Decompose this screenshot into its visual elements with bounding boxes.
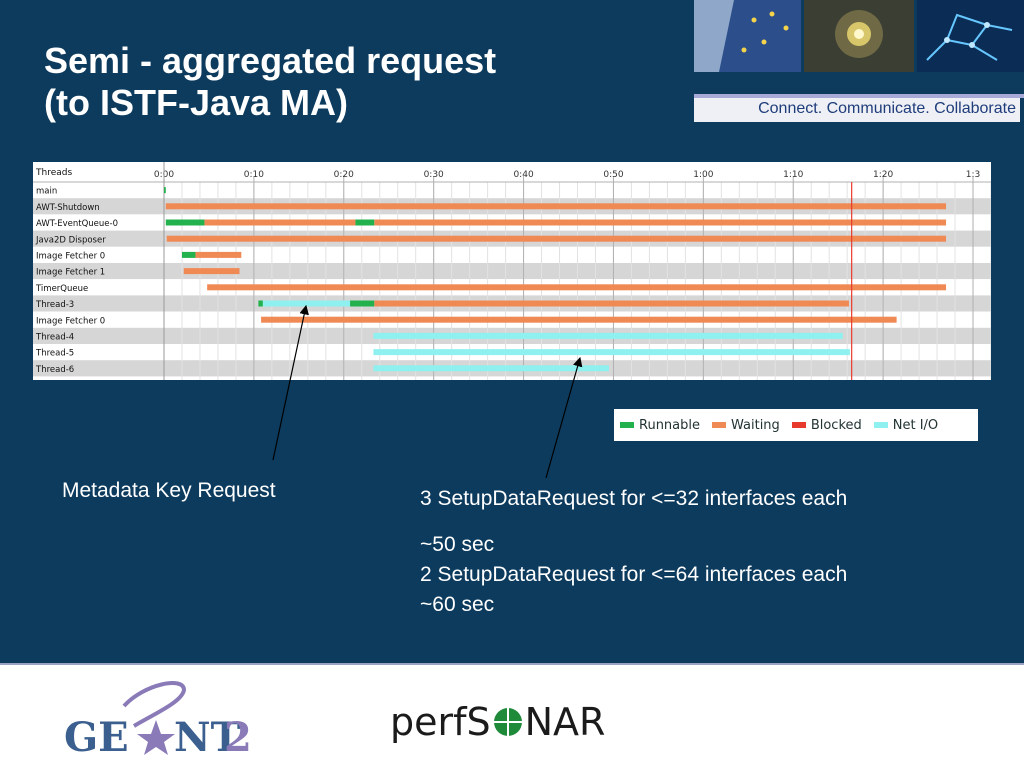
- thread-segment-waiting: [165, 203, 947, 210]
- chart-legend: Runnable Waiting Blocked Net I/O: [614, 409, 978, 441]
- setup-note-line-3: 2 SetupDataRequest for <=64 interfaces e…: [420, 563, 848, 586]
- legend-label: Net I/O: [892, 417, 939, 433]
- legend-label: Runnable: [639, 417, 700, 433]
- setup-arrow: [545, 356, 583, 479]
- thread-label: AWT-Shutdown: [36, 203, 100, 213]
- thread-segment-waiting: [166, 235, 947, 242]
- setup-note-line-4: ~60 sec: [420, 593, 495, 616]
- thread-segment-runnable: [258, 300, 263, 307]
- thread-label: Image Fetcher 1: [36, 268, 105, 278]
- thread-segment-net_io: [373, 365, 609, 372]
- tagline-rule: [694, 94, 1024, 98]
- tick-label: 1:00: [693, 170, 713, 180]
- threads-header-label: Threads: [35, 168, 72, 178]
- thread-label: Thread-4: [35, 333, 74, 343]
- thread-row-bg: [33, 246, 991, 263]
- thread-segment-runnable: [355, 219, 375, 226]
- thread-row-bg: [33, 263, 991, 280]
- legend-item-waiting: Waiting: [712, 418, 780, 433]
- thread-segment-runnable: [181, 251, 196, 258]
- thread-segment-runnable: [350, 300, 375, 307]
- legend-swatch: [620, 422, 634, 428]
- thread-segment-runnable: [164, 187, 166, 194]
- thread-label: main: [36, 187, 57, 197]
- title-line-1: Semi - aggregated request: [44, 40, 497, 81]
- tick-label: 0:40: [513, 170, 533, 180]
- thread-segment-waiting: [374, 300, 849, 307]
- thread-segment-waiting: [195, 251, 242, 258]
- tick-label: 0:10: [244, 170, 264, 180]
- thread-segment-waiting: [207, 284, 947, 291]
- thread-label: Image Fetcher 0: [36, 316, 105, 326]
- legend-item-runnable: Runnable: [620, 418, 700, 433]
- legend-item-net_io: Net I/O: [873, 417, 939, 433]
- tick-label: 0:20: [334, 170, 354, 180]
- perfsonar-o-icon: [493, 708, 522, 736]
- thread-segment-net_io: [373, 349, 850, 356]
- geant2-logo: GE NT 2: [64, 681, 252, 758]
- thread-segment-waiting: [261, 316, 897, 323]
- metadata-key-request-note: Metadata Key Request: [62, 479, 276, 502]
- svg-text:GE: GE: [64, 714, 129, 758]
- thread-segment-waiting: [183, 268, 240, 275]
- legend-swatch: [712, 422, 726, 428]
- legend-swatch: [791, 422, 806, 428]
- tick-label: 1:20: [873, 170, 893, 180]
- title-line-2: (to ISTF-Java MA): [44, 82, 349, 123]
- setup-note-line-1: 3 SetupDataRequest for <=32 interfaces e…: [420, 487, 848, 510]
- thread-label: Thread-3: [35, 300, 74, 310]
- legend-swatch: [873, 422, 888, 428]
- thread-label: AWT-EventQueue-0: [36, 219, 118, 229]
- setup-data-request-notes: 3 SetupDataRequest for <=32 interfaces e…: [420, 484, 847, 620]
- header-photo-strip: [694, 0, 1024, 72]
- thread-row-bg: [33, 182, 991, 199]
- legend-label: Waiting: [731, 417, 780, 433]
- thread-label: Java2D Disposer: [35, 235, 106, 245]
- setup-note-line-2: ~50 sec: [420, 533, 495, 556]
- thread-segment-waiting: [204, 219, 356, 226]
- thread-label: Thread-6: [35, 365, 74, 375]
- tick-label: 1:10: [783, 170, 803, 180]
- svg-text:NT: NT: [174, 714, 241, 758]
- svg-text:2: 2: [224, 714, 252, 758]
- thread-label: Image Fetcher 0: [36, 252, 105, 262]
- tick-label: 0:30: [424, 170, 444, 180]
- thread-segment-waiting: [374, 219, 947, 226]
- tick-label: 1:3: [966, 170, 980, 180]
- eu-flag-photo: [694, 0, 801, 72]
- metadata-arrow: [272, 304, 309, 461]
- europe-network-map-photo: [917, 0, 1024, 72]
- light-tunnel-photo: [804, 0, 914, 72]
- thread-segment-net_io: [373, 332, 843, 339]
- slide-title: Semi - aggregated request (to ISTF-Java …: [44, 40, 496, 124]
- tagline: Connect. Communicate. Collaborate: [694, 98, 1020, 122]
- thread-segment-net_io: [262, 300, 351, 307]
- legend-label: Blocked: [810, 417, 862, 433]
- thread-label: TimerQueue: [35, 284, 88, 294]
- thread-segment-runnable: [165, 219, 205, 226]
- thread-label: Thread-5: [35, 349, 74, 359]
- tick-label: 0:50: [603, 170, 623, 180]
- perfsonar-logo: perfS NAR: [390, 700, 606, 744]
- legend-item-blocked: Blocked: [791, 417, 862, 433]
